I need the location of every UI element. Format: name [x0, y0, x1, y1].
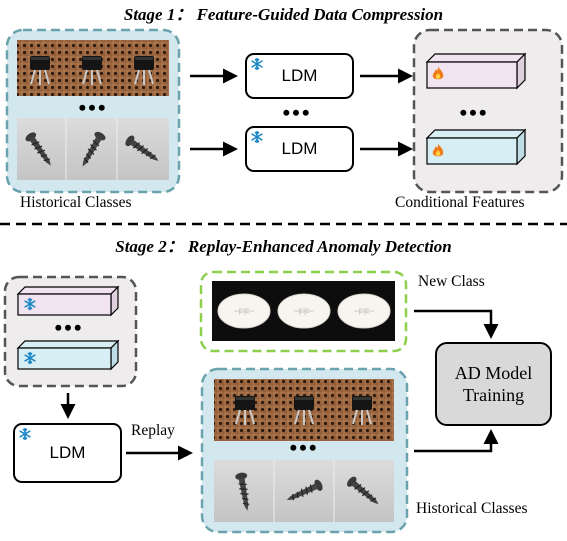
- replay-screw-image: [214, 460, 394, 522]
- ldm-box-bottom: LDM: [245, 126, 354, 172]
- snowflake-icon: [251, 131, 263, 143]
- arrow-historical-to-ad: [414, 429, 499, 453]
- snowflake-icon: [19, 428, 31, 440]
- frozen-feature-bottom: [16, 339, 120, 371]
- pill-image: [212, 281, 395, 341]
- ad-line1: AD Model: [454, 363, 533, 383]
- new-class-label: New Class: [418, 273, 485, 290]
- stage1-conditional-label: Conditional Features: [395, 194, 525, 211]
- feature-block-top: [425, 52, 527, 90]
- stage2-images-ellipsis: •••: [289, 435, 319, 460]
- stage1-features-ellipsis: •••: [459, 100, 489, 125]
- ldm-box-replay: LDM: [13, 423, 122, 483]
- ldm-box-top: LDM: [245, 53, 354, 99]
- stage2-historical-label: Historical Classes: [416, 500, 528, 517]
- stage1-ldm-ellipsis: •••: [282, 100, 312, 125]
- ldm-label: LDM: [281, 139, 318, 158]
- stage2-features-ellipsis: •••: [54, 315, 84, 340]
- screw-image: [17, 118, 169, 180]
- feature-block-bottom: [425, 128, 527, 166]
- replay-label: Replay: [131, 422, 175, 439]
- stage1-historical-label: Historical Classes: [20, 194, 132, 211]
- snowflake-icon: [251, 58, 263, 70]
- stage1-images-ellipsis: •••: [78, 95, 108, 120]
- frozen-feature-top: [16, 285, 120, 317]
- ldm-label: LDM: [49, 443, 86, 462]
- transistor-image: [17, 40, 169, 96]
- stage2-title: Stage 2： Replay-Enhanced Anomaly Detecti…: [115, 237, 452, 256]
- arrow-newclass-to-ad: [414, 309, 499, 339]
- stage1-title: Stage 1： Feature-Guided Data Compression: [123, 5, 444, 24]
- ldm-label: LDM: [281, 66, 318, 85]
- ad-model-training-box: AD Model Training: [435, 342, 552, 426]
- ad-line2: Training: [462, 385, 525, 405]
- replay-transistor-image: [214, 379, 394, 441]
